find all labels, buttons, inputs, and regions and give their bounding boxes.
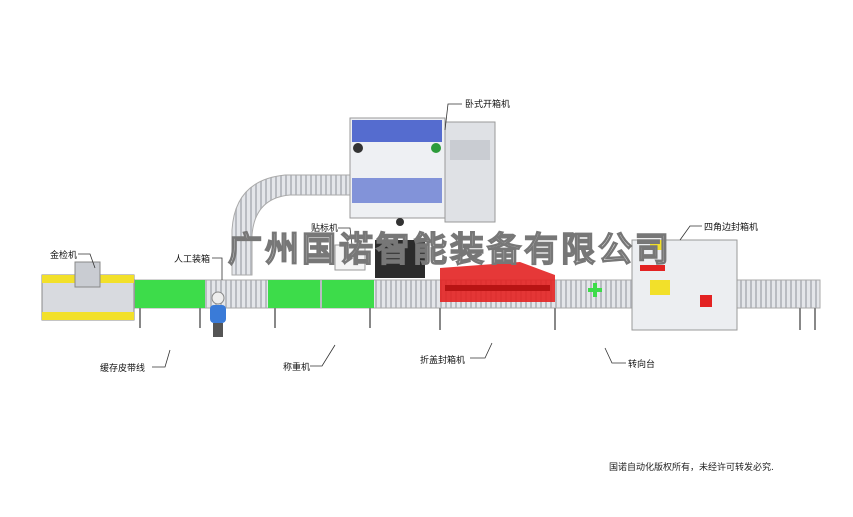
worker-figure <box>210 291 226 337</box>
weigher-belt-1 <box>268 280 320 308</box>
buffer-belt <box>135 280 205 308</box>
leader-lines <box>78 103 702 368</box>
label-weigher: 称重机 <box>283 363 311 373</box>
metal-detector <box>41 261 135 321</box>
fold-sealer-machine <box>440 262 555 302</box>
label-manual-packing: 人工装箱 <box>174 255 211 265</box>
company-watermark: 广州国诺智能装备有限公司 <box>227 229 672 270</box>
copyright-notice: 国诺自动化版权所有，未经许可转发必究. <box>609 463 774 473</box>
label-turntable: 转向台 <box>628 360 656 370</box>
four-corner-sealer-machine <box>631 239 738 331</box>
label-box-erector: 卧式开箱机 <box>465 100 511 110</box>
weigher-belt-2 <box>322 280 374 308</box>
labeler-machine <box>334 218 425 278</box>
label-four-corner-sealer: 四角边封箱机 <box>704 223 759 233</box>
label-labeler: 贴标机 <box>311 224 339 234</box>
label-buffer-belt: 缓存皮带线 <box>100 364 146 374</box>
turntable <box>588 283 602 297</box>
label-fold-sealer: 折盖封箱机 <box>420 356 466 366</box>
label-metal-detector: 金检机 <box>50 251 78 261</box>
box-erector-machine <box>349 117 496 223</box>
